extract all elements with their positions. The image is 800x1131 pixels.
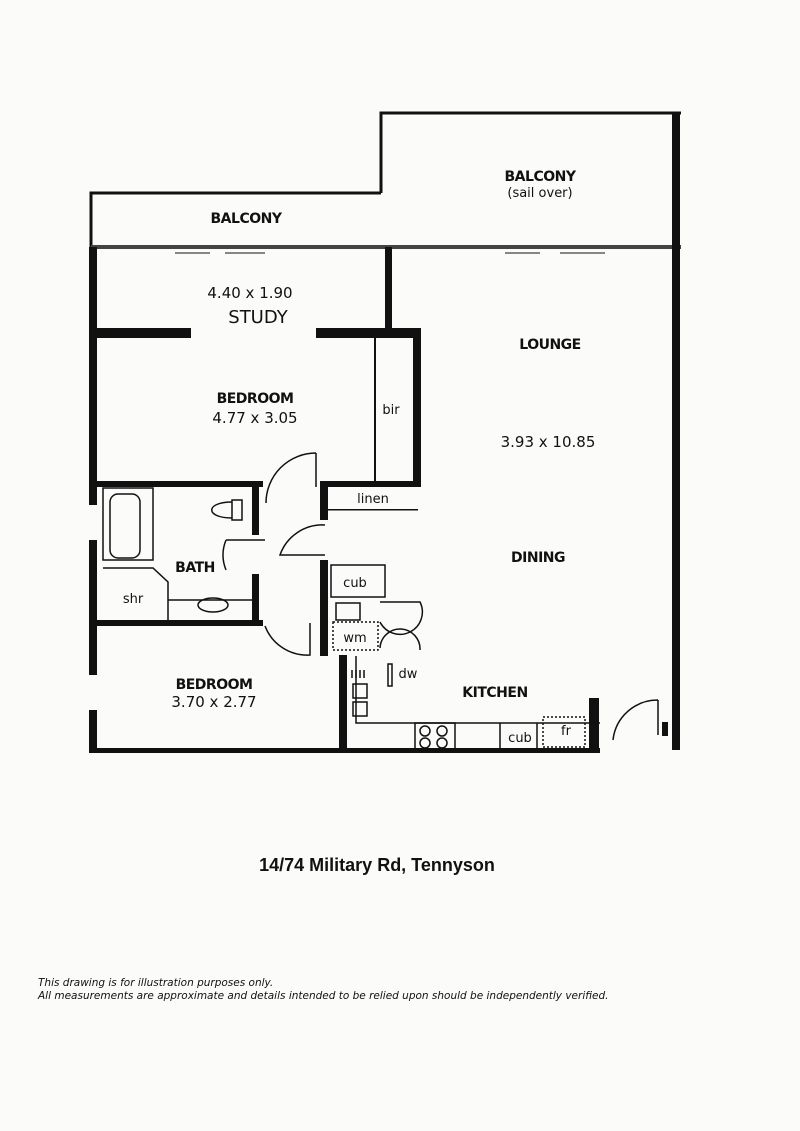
label-balcony-sail: BALCONY (505, 169, 577, 185)
label-cub: cub (343, 576, 367, 591)
label-balcony: BALCONY (211, 211, 283, 227)
door-bedroom1 (265, 452, 317, 504)
label-bath: BATH (175, 560, 215, 576)
label-lounge: LOUNGE (519, 337, 580, 353)
label-study-dim: 4.40 x 1.90 (207, 284, 292, 302)
label-bir: bir (382, 403, 400, 418)
label-dw: dw (399, 667, 418, 682)
label-wm: wm (343, 631, 366, 646)
toilet-icon (231, 499, 243, 521)
basin-icon (197, 597, 229, 613)
label-bedroom2-dim: 3.70 x 2.77 (171, 693, 256, 711)
label-fridge: fr (561, 724, 572, 739)
bathtub-icon (109, 493, 141, 559)
label-bedroom2: BEDROOM (176, 677, 253, 693)
label-kitchen: KITCHEN (462, 685, 527, 701)
label-bedroom1: BEDROOM (217, 391, 294, 407)
label-bedroom1-dim: 4.77 x 3.05 (212, 409, 297, 427)
label-cub-kitchen: cub (508, 731, 532, 746)
label-study: STUDY (228, 307, 288, 328)
walls (89, 111, 681, 753)
property-address: 14/74 Military Rd, Tennyson (259, 855, 495, 875)
fixtures (102, 252, 659, 751)
label-sail-over: (sail over) (507, 186, 572, 201)
label-lounge-dim: 3.93 x 10.85 (501, 433, 596, 451)
cooktop-icon (414, 722, 456, 751)
disclaimer-line-1: This drawing is for illustration purpose… (38, 977, 274, 989)
label-linen: linen (357, 492, 389, 507)
label-shr: shr (123, 592, 144, 607)
disclaimer-line-2: All measurements are approximate and det… (38, 990, 609, 1002)
room-labels: BALCONY (sail over) BALCONY 4.40 x 1.90 … (123, 169, 596, 746)
label-dining: DINING (511, 550, 565, 566)
